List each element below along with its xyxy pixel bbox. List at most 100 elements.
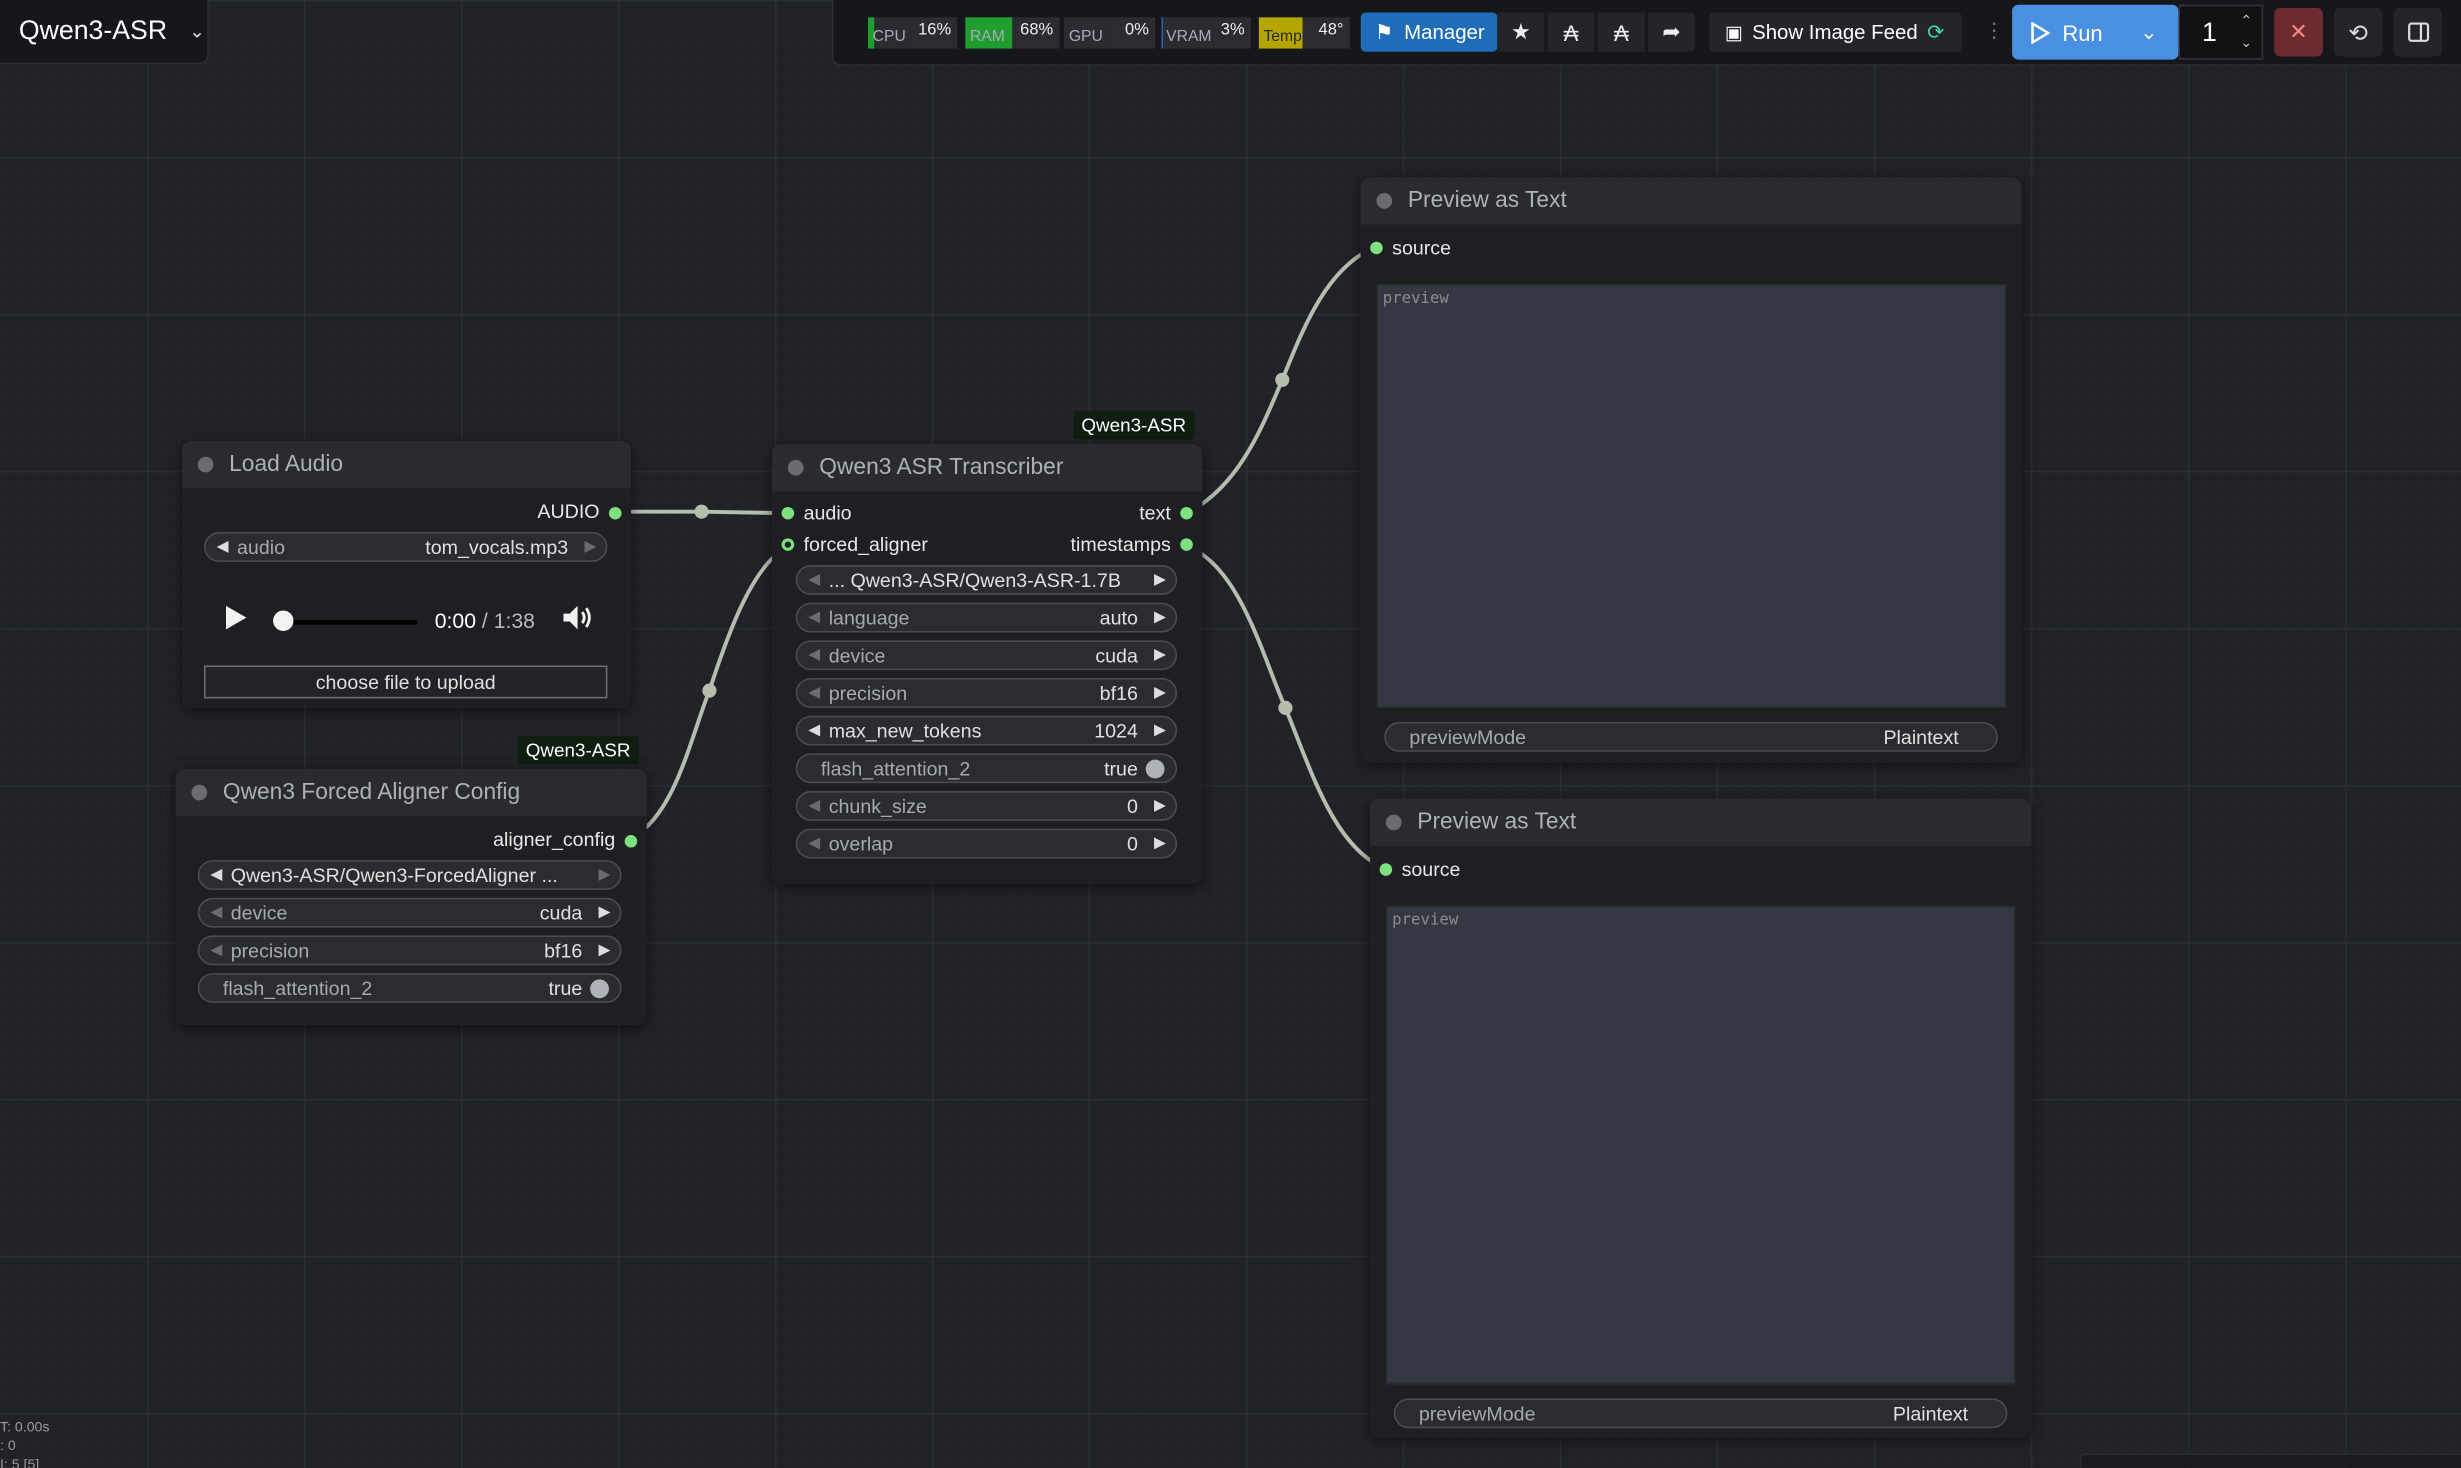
arrow-left-icon[interactable]: ◀ [808, 797, 821, 815]
node-preview-text-1[interactable]: Preview as Text source preview previewMo… [1360, 177, 2022, 763]
node-load-audio[interactable]: Load Audio AUDIO ◀ audio tom_vocals.mp3 … [182, 441, 631, 708]
arrow-right-icon[interactable]: ▶ [1154, 646, 1167, 664]
output-socket-audio[interactable] [608, 506, 622, 520]
input-socket-forced-aligner[interactable] [781, 538, 795, 551]
collapse-dot-icon[interactable] [1385, 814, 1402, 831]
audio-file-combo[interactable]: ◀ audio tom_vocals.mp3 ▶ [204, 532, 608, 562]
arrow-right-icon[interactable]: ▶ [1154, 834, 1167, 853]
monitor-fill [1258, 17, 1303, 49]
arrow-right-icon[interactable]: ▶ [1154, 721, 1167, 740]
workflow-title: Qwen3-ASR [18, 15, 168, 46]
aligner-flash-attention-toggle[interactable]: flash_attention_2 true [197, 973, 622, 1003]
toggle-knob-icon[interactable] [1145, 758, 1165, 778]
language-combo[interactable]: ◀ language auto ▶ [795, 602, 1178, 633]
arrow-right-icon[interactable]: ▶ [1154, 571, 1167, 589]
batch-count-input[interactable]: 1 ⌃⌄ [2178, 4, 2264, 60]
arrow-right-icon[interactable]: ▶ [1154, 608, 1167, 627]
arrow-left-icon[interactable]: ◀ [216, 538, 229, 556]
sidebar-panel-icon[interactable] [2393, 7, 2443, 57]
arrow-left-icon[interactable]: ◀ [808, 646, 821, 664]
preview-textarea[interactable]: preview [1385, 905, 2016, 1385]
arrow-left-icon[interactable]: ◀ [808, 684, 821, 702]
preview-mode-combo[interactable]: previewMode Plaintext [1393, 1398, 2008, 1429]
arrow-left-icon[interactable]: ◀ [808, 571, 821, 589]
arrow-right-icon[interactable]: ▶ [1154, 684, 1167, 702]
arrow-left-icon[interactable]: ◀ [210, 866, 223, 884]
aligner-device-combo[interactable]: ◀ device cuda ▶ [197, 897, 622, 928]
workflow-tab[interactable]: Qwen3-ASR ⌄ [0, 0, 209, 65]
aligner-model-combo[interactable]: ◀ Qwen3-ASR/Qwen3-ForcedAligner ... ▶ [197, 860, 622, 890]
node-body: source preview previewMode Plaintext [1370, 845, 2031, 1438]
minimap-panel[interactable] [2079, 1453, 2461, 1468]
monitor-ram: RAM 68% [965, 17, 1060, 49]
arrow-left-icon[interactable]: ◀ [808, 608, 821, 627]
node-title-bar[interactable]: Qwen3 Forced Aligner Config [175, 769, 647, 817]
arrow-right-icon[interactable]: ▶ [598, 866, 611, 884]
arrow-right-icon[interactable]: ▶ [598, 941, 611, 959]
overlap-number[interactable]: ◀ overlap 0 ▶ [795, 828, 1178, 859]
show-image-feed-button[interactable]: ▣ Show Image Feed ⟳ [1709, 12, 1962, 52]
toggle-knob-icon[interactable] [590, 978, 609, 998]
chevron-down-icon[interactable]: ⌄ [2140, 19, 2158, 44]
play-icon[interactable] [223, 604, 248, 639]
input-socket-source[interactable] [1370, 241, 1383, 255]
node-title-bar[interactable]: Preview as Text [1370, 798, 2031, 846]
node-title-bar[interactable]: Load Audio [182, 441, 631, 489]
precision-combo[interactable]: ◀ precision bf16 ▶ [795, 678, 1178, 708]
puzzle-icon: ⚑ [1374, 19, 1394, 44]
preview-mode-combo[interactable]: previewMode Plaintext [1384, 721, 1998, 752]
history-icon[interactable]: ⟲ [2333, 7, 2383, 57]
max-new-tokens-number[interactable]: ◀ max_new_tokens 1024 ▶ [795, 715, 1178, 746]
volume-icon[interactable] [562, 604, 592, 639]
flash-attention-toggle[interactable]: flash_attention_2 true [795, 753, 1178, 784]
node-a-icon[interactable]: ₳ [1547, 12, 1595, 52]
star-icon[interactable]: ★ [1497, 12, 1545, 52]
monitor-fill [1161, 17, 1163, 49]
input-socket-audio[interactable] [781, 506, 795, 520]
arrow-left-icon[interactable]: ◀ [210, 941, 223, 959]
audio-time: 0:00 / 1:38 [434, 608, 535, 633]
device-combo[interactable]: ◀ device cuda ▶ [795, 640, 1178, 671]
node-title: Qwen3 Forced Aligner Config [222, 780, 521, 806]
close-icon[interactable]: ✕ [2274, 7, 2323, 57]
arrow-left-icon[interactable]: ◀ [808, 721, 821, 740]
node-title-bar[interactable]: Preview as Text [1360, 177, 2022, 225]
node-forced-aligner-config[interactable]: Qwen3 Forced Aligner Config aligner_conf… [175, 769, 647, 1025]
output-label-text: text [1139, 502, 1171, 525]
collapse-dot-icon[interactable] [191, 784, 208, 801]
preview-textarea[interactable]: preview [1376, 284, 2006, 708]
aligner-precision-combo[interactable]: ◀ precision bf16 ▶ [197, 935, 622, 966]
node-preview-text-2[interactable]: Preview as Text source preview previewMo… [1370, 798, 2031, 1438]
output-socket-text[interactable] [1180, 506, 1193, 520]
output-socket-aligner-config[interactable] [624, 834, 638, 848]
node-asr-transcriber[interactable]: Qwen3 ASR Transcriber audio forced_align… [772, 444, 1203, 884]
node-title: Qwen3 ASR Transcriber [819, 455, 1064, 481]
manager-button[interactable]: ⚑ Manager [1360, 12, 1498, 52]
arrow-right-icon[interactable]: ▶ [584, 538, 597, 556]
arrow-right-icon[interactable]: ▶ [1154, 797, 1167, 815]
chunk-size-number[interactable]: ◀ chunk_size 0 ▶ [795, 791, 1178, 821]
audio-seek-track[interactable] [279, 619, 418, 625]
node-b-icon[interactable]: ₳ [1597, 12, 1645, 52]
collapse-dot-icon[interactable] [197, 456, 214, 473]
collapse-dot-icon[interactable] [787, 459, 804, 476]
asr-model-combo[interactable]: ◀ ... Qwen3-ASR/Qwen3-ASR-1.7B ▶ [795, 565, 1178, 595]
arrow-left-icon[interactable]: ◀ [210, 904, 223, 922]
arrow-left-icon[interactable]: ◀ [808, 834, 821, 853]
arrow-right-icon[interactable]: ▶ [598, 904, 611, 922]
input-label-forced-aligner: forced_aligner [803, 533, 928, 556]
render-stats: T: 0.00s : 0 I: 5 [5] [0, 1418, 50, 1468]
run-button[interactable]: Run ⌄ [2012, 4, 2179, 60]
node-title-bar[interactable]: Qwen3 ASR Transcriber [772, 444, 1203, 492]
output-socket-timestamps[interactable] [1180, 538, 1193, 551]
stepper-arrows-icon[interactable]: ⌃⌄ [2240, 12, 2253, 51]
input-socket-source[interactable] [1379, 863, 1393, 876]
audio-seek-thumb[interactable] [273, 610, 294, 631]
upload-file-button[interactable]: choose file to upload [204, 665, 608, 699]
collapse-dot-icon[interactable] [1376, 193, 1393, 209]
monitor-temp: Temp 48° [1258, 17, 1350, 49]
share-icon[interactable]: ➦ [1647, 12, 1696, 52]
image-icon: ▣ [1724, 21, 1743, 44]
input-label-audio: audio [803, 502, 852, 525]
